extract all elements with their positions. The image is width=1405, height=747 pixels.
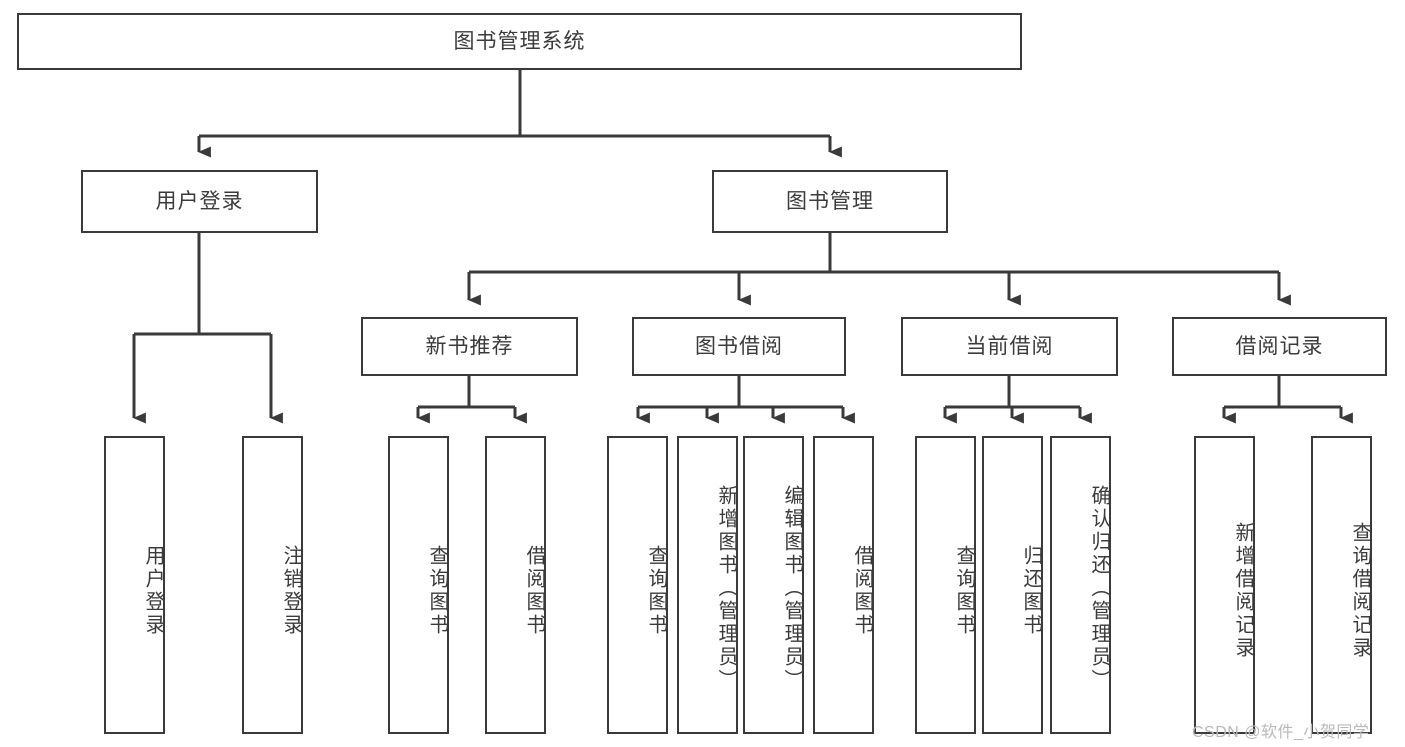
leaf-borrow-book-new-label: 借阅图书 xyxy=(523,545,545,637)
node-current-borrow[interactable]: 当前借阅 xyxy=(901,317,1118,376)
leaf-query-book-new-label: 查询图书 xyxy=(426,545,448,637)
leaf-query-book-borrow[interactable]: 查询图书 xyxy=(607,436,668,734)
leaf-query-book-new[interactable]: 查询图书 xyxy=(388,436,449,734)
leaf-edit-book-admin-label: 编辑图书（管理员） xyxy=(781,484,803,692)
node-book-borrow-label: 图书借阅 xyxy=(695,334,783,358)
leaf-borrow-book-new[interactable]: 借阅图书 xyxy=(485,436,546,734)
leaf-add-borrow-record-label: 新增借阅记录 xyxy=(1232,522,1254,660)
node-book-management[interactable]: 图书管理 xyxy=(712,170,948,233)
node-borrow-record-label: 借阅记录 xyxy=(1235,334,1324,358)
leaf-logout[interactable]: 注销登录 xyxy=(242,436,303,734)
leaf-query-borrow-record-label: 查询借阅记录 xyxy=(1349,522,1371,660)
leaf-user-login[interactable]: 用户登录 xyxy=(104,436,165,734)
node-user-login-label: 用户登录 xyxy=(155,189,244,213)
leaf-borrow-book-label: 借阅图书 xyxy=(851,545,873,637)
node-user-login[interactable]: 用户登录 xyxy=(81,170,318,233)
leaf-query-book-borrow-label: 查询图书 xyxy=(645,545,667,637)
leaf-return-book[interactable]: 归还图书 xyxy=(982,436,1043,734)
leaf-add-borrow-record[interactable]: 新增借阅记录 xyxy=(1194,436,1255,734)
node-root[interactable]: 图书管理系统 xyxy=(17,13,1022,70)
node-book-borrow[interactable]: 图书借阅 xyxy=(632,317,846,376)
node-borrow-record[interactable]: 借阅记录 xyxy=(1172,317,1387,376)
leaf-logout-label: 注销登录 xyxy=(280,545,302,637)
leaf-query-book-current[interactable]: 查询图书 xyxy=(915,436,976,734)
leaf-add-book-admin[interactable]: 新增图书（管理员） xyxy=(677,436,738,734)
leaf-query-book-current-label: 查询图书 xyxy=(953,545,975,637)
leaf-borrow-book[interactable]: 借阅图书 xyxy=(813,436,874,734)
leaf-confirm-return-admin-label: 确认归还（管理员） xyxy=(1088,484,1110,692)
leaf-edit-book-admin[interactable]: 编辑图书（管理员） xyxy=(743,436,804,734)
leaf-add-book-admin-label: 新增图书（管理员） xyxy=(715,484,737,692)
leaf-query-borrow-record[interactable]: 查询借阅记录 xyxy=(1311,436,1372,734)
node-book-management-label: 图书管理 xyxy=(786,189,874,213)
leaf-confirm-return-admin[interactable]: 确认归还（管理员） xyxy=(1050,436,1111,734)
node-root-label: 图书管理系统 xyxy=(453,29,586,53)
node-new-book-recommend[interactable]: 新书推荐 xyxy=(361,317,578,376)
leaf-return-book-label: 归还图书 xyxy=(1020,545,1042,637)
leaf-user-login-label: 用户登录 xyxy=(142,545,164,637)
node-new-book-recommend-label: 新书推荐 xyxy=(425,334,514,358)
watermark-text: CSDN @软件_小贺同学 xyxy=(1192,724,1370,741)
node-current-borrow-label: 当前借阅 xyxy=(965,334,1054,358)
